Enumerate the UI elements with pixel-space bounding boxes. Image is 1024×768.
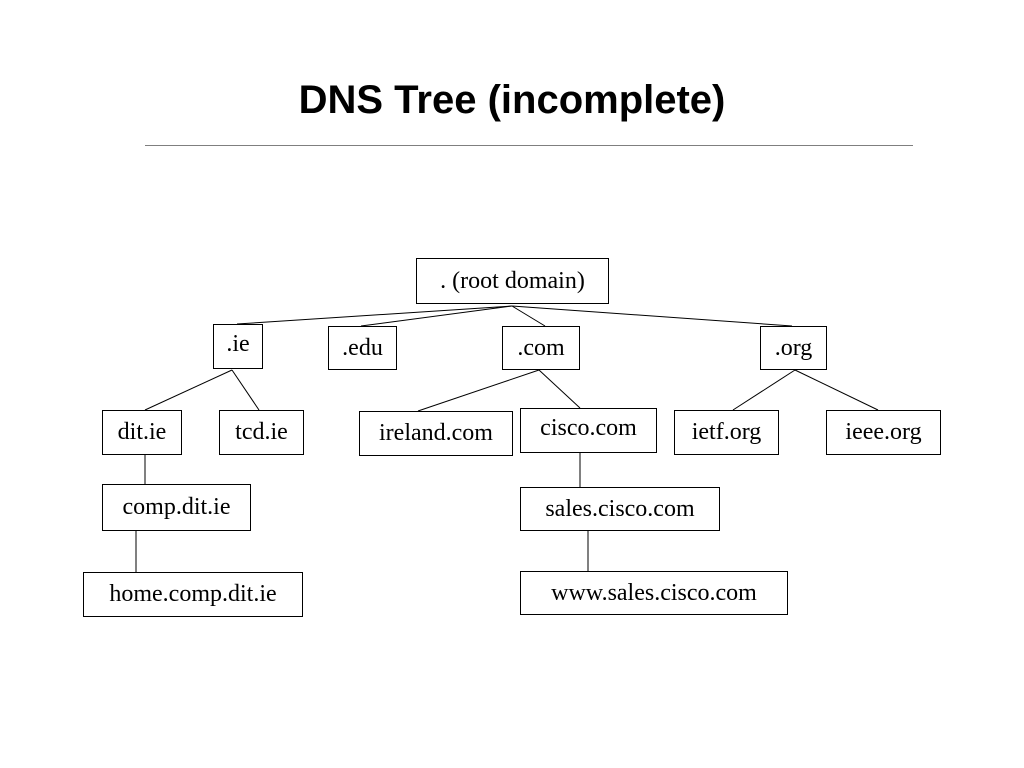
edge-root-ie: [236, 305, 513, 325]
node-ie: .ie: [213, 324, 263, 369]
node-cisco-com: cisco.com: [520, 408, 657, 453]
node-edu: .edu: [328, 326, 397, 370]
edge-ie-tcd: [231, 369, 260, 411]
node-root-domain: . (root domain): [416, 258, 609, 304]
node-ireland-com: ireland.com: [359, 411, 513, 456]
edge-org-ieee: [794, 369, 879, 411]
node-ieee-org: ieee.org: [826, 410, 941, 455]
node-home-comp-dit-ie: home.comp.dit.ie: [83, 572, 303, 617]
slide-title: DNS Tree (incomplete): [298, 78, 726, 122]
node-www-sales-cisco-com: www.sales.cisco.com: [520, 571, 788, 615]
node-org: .org: [760, 326, 827, 370]
edge-root-com: [511, 305, 546, 327]
node-comp-dit-ie: comp.dit.ie: [102, 484, 251, 531]
edge-org-ietf: [732, 369, 796, 411]
edge-ie-dit: [144, 369, 233, 411]
node-sales-cisco-com: sales.cisco.com: [520, 487, 720, 531]
node-dit-ie: dit.ie: [102, 410, 182, 455]
edge-com-ireland: [417, 369, 540, 412]
title-divider: [145, 145, 913, 146]
edge-com-cisco: [538, 369, 581, 409]
node-ietf-org: ietf.org: [674, 410, 779, 455]
edge-root-edu: [360, 305, 513, 327]
node-com: .com: [502, 326, 580, 370]
node-tcd-ie: tcd.ie: [219, 410, 304, 455]
edge-root-org: [511, 305, 793, 327]
